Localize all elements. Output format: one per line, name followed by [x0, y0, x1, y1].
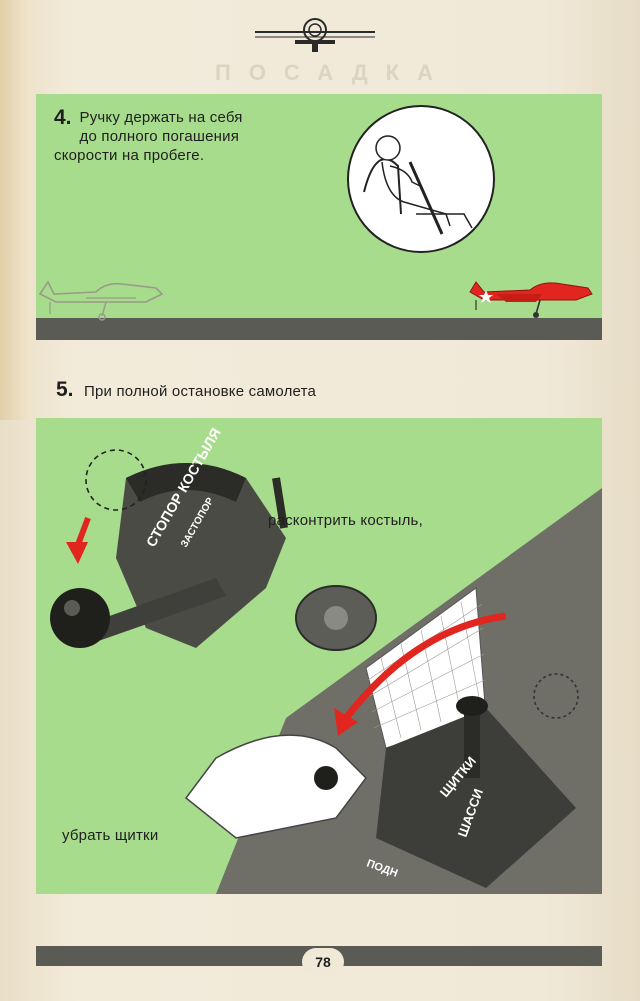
tailwheel-lever-knob-icon: [50, 588, 110, 648]
bleed-through-title: ПОСАДКА: [215, 60, 451, 85]
label-retract-flaps: убрать щитки: [62, 827, 159, 844]
step4-number: 4.: [54, 106, 72, 129]
airplane-logo-icon: [255, 18, 375, 52]
step4-line-2: до полного погашения: [79, 128, 240, 145]
step4-line-1: Ручку держать на себя: [79, 109, 243, 126]
cockpit-levers-illustration: СТОПОР КОСТЫЛЯ ЗАСТОПОР ЩИТКИ ШАССИ ПОДН: [50, 425, 602, 894]
step5-heading: При полной остановке самолета: [83, 383, 317, 400]
torn-paper-edge: [0, 0, 42, 420]
step4-runway: [36, 318, 602, 340]
step4-text-block: 4. Ручку держать на себя до полного пога…: [54, 106, 304, 165]
step5-number: 5.: [56, 378, 74, 401]
step4-line-3: скорости на пробеге.: [54, 147, 205, 164]
dial-gauge-icon: [533, 673, 579, 719]
page-number-badge: 78: [302, 948, 344, 976]
tailwheel-lever-arm: [76, 578, 226, 644]
pilot-hand-icon: [184, 734, 367, 839]
outline-plane-icon: [38, 280, 164, 321]
step5-heading-block: 5. При полной остановке самолета: [56, 378, 476, 402]
flap-gear-lever-box: [376, 708, 576, 888]
lever-ghost-position-icon: [85, 449, 147, 511]
label-unlock-tailwheel: расконтрить костыль,: [268, 512, 423, 529]
red-arrow-curve-icon: [343, 612, 507, 721]
red-plane-icon: [469, 281, 593, 318]
pilot-in-cockpit-icon: [347, 105, 495, 253]
gear-lever-knob-icon: [456, 696, 488, 716]
page-number: 78: [315, 954, 331, 970]
